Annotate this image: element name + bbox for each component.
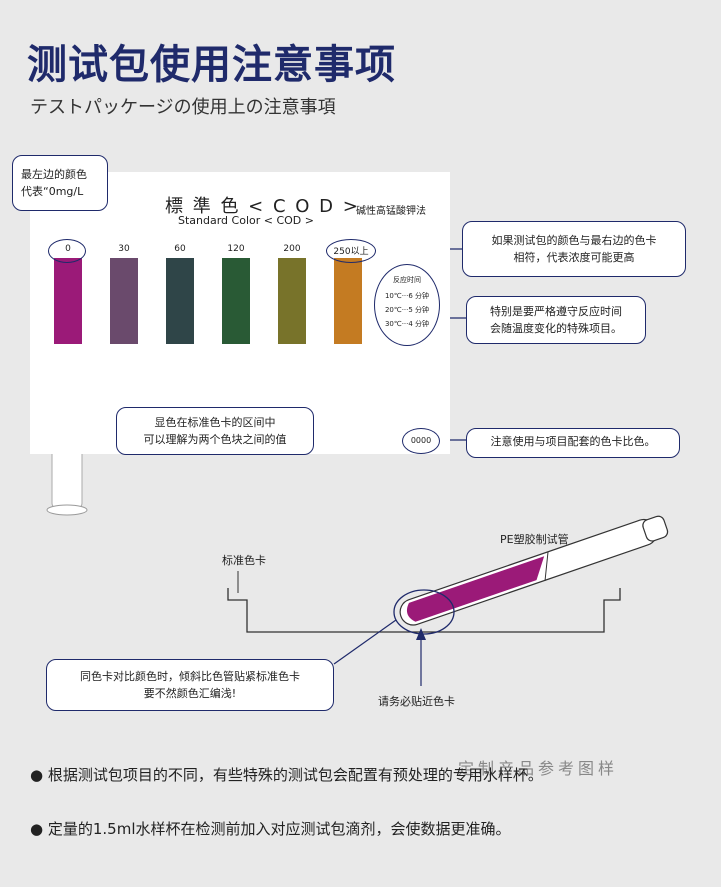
tilt-callout: 同色卡对比颜色时，倾斜比色管贴紧标准色卡 要不然颜色汇编浅! — [46, 659, 334, 711]
swatch-0-oval — [48, 239, 86, 263]
swatch-30 — [110, 258, 138, 344]
code-oval: 0000 — [402, 428, 440, 454]
callout-line: 注意使用与项目配套的色卡比色。 — [490, 435, 656, 448]
callout-line: 相符，代表浓度可能更高 — [513, 251, 635, 264]
reaction-time-row: 20℃···5 分钟 — [384, 306, 430, 314]
callout-line: 会随温度变化的特殊项目。 — [490, 322, 622, 335]
card-subtitle: Standard Color < COD > — [178, 214, 314, 227]
callout-line: 要不然颜色汇编浅! — [143, 687, 237, 700]
note-bullet: ● 定量的1.5ml水样杯在检测前加入对应测试包滴剂，会使数据更准确。 — [30, 820, 511, 838]
code-callout: 注意使用与项目配套的色卡比色。 — [466, 428, 680, 458]
swatch-label-200: 200 — [283, 244, 301, 254]
callout-line: 可以理解为两个色块之间的值 — [143, 433, 287, 446]
swatch-label-60: 60 — [174, 244, 186, 254]
reaction-time-oval: 反应时间 10℃···6 分钟 20℃···5 分钟 30℃···4 分钟 — [374, 264, 440, 346]
between-callout: 显色在标准色卡的区间中 可以理解为两个色块之间的值 — [116, 407, 314, 455]
reaction-time-row: 30℃···4 分钟 — [384, 320, 430, 328]
rightmost-callout: 如果测试包的颜色与最右边的色卡 相符，代表浓度可能更高 — [462, 221, 686, 277]
reaction-time-row: 10℃···6 分钟 — [384, 292, 430, 300]
swatch-250 — [334, 258, 362, 344]
note-text: 根据测试包项目的不同，有些特殊的测试包会配置有预处理的专用水样杯。 — [47, 766, 543, 784]
swatch-200 — [278, 258, 306, 344]
note-bullet: ● 根据测试包项目的不同，有些特殊的测试包会配置有预处理的专用水样杯。 — [30, 766, 543, 784]
reaction-time-label: 反应时间 — [393, 276, 421, 284]
close-note: 请务必贴近色卡 — [378, 695, 455, 708]
swatch-label-30: 30 — [118, 244, 130, 254]
callout-line: 特别是要严格遵守反应时间 — [490, 305, 622, 318]
callout-line: 显色在标准色卡的区间中 — [154, 416, 276, 429]
card-title: 標 準 色 < C O D > — [165, 196, 360, 217]
callout-line: 同色卡对比颜色时，倾斜比色管贴紧标准色卡 — [80, 670, 300, 683]
card-method: 碱性高锰酸钾法 — [356, 206, 426, 217]
page-title: 测试包使用注意事项 — [27, 42, 396, 88]
callout-line: 代表“0mg/L — [21, 185, 84, 198]
reaction-callout: 特别是要严格遵守反应时间 会随温度变化的特殊项目。 — [466, 296, 646, 344]
swatch-120 — [222, 258, 250, 344]
callout-line: 最左边的颜色 — [21, 168, 87, 181]
swatch-label-120: 120 — [227, 244, 245, 254]
page-subtitle: テストパッケージの使用上の注意事項 — [30, 97, 336, 118]
note-text: 定量的1.5ml水样杯在检测前加入对应测试包滴剂，会使数据更准确。 — [47, 820, 511, 838]
swatch-0 — [54, 258, 82, 344]
card-label: 标准色卡 — [222, 554, 266, 567]
code-text: 0000 — [410, 436, 432, 445]
callout-line: 如果测试包的颜色与最右边的色卡 — [491, 234, 657, 247]
tube-label: PE塑胶制试管 — [500, 533, 569, 546]
leftmost-callout: 最左边的颜色 代表“0mg/L — [12, 155, 108, 211]
swatch-60 — [166, 258, 194, 344]
swatch-250-oval — [326, 239, 376, 263]
watermark: 定制产品参考图样 — [458, 759, 619, 778]
